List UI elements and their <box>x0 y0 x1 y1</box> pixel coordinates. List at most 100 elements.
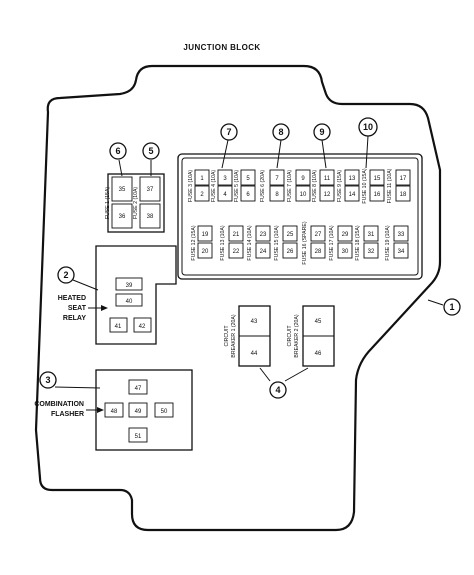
cavity-19 <box>197 225 213 242</box>
fuse-row-bottom: 19 20 21 22 23 24 25 26 27 28 29 30 31 3… <box>191 221 409 265</box>
cavity-num-19: 19 <box>202 232 209 238</box>
cavity-num-26: 26 <box>287 249 294 255</box>
diagram-title: JUNCTION BLOCK <box>183 43 260 52</box>
cavity-num-39: 39 <box>126 283 133 289</box>
cavity-num-9: 9 <box>301 176 305 182</box>
cavity-num-49: 49 <box>135 409 142 415</box>
cavity-num-20: 20 <box>202 249 209 255</box>
cavity-10 <box>295 185 311 202</box>
callout-7-num: 7 <box>226 127 231 137</box>
cavity-2 <box>194 185 210 202</box>
cavity-27 <box>310 225 326 242</box>
cavity-1 <box>194 169 210 186</box>
cavity-17 <box>395 169 411 186</box>
callout-2-circle <box>57 266 75 284</box>
cavity-3 <box>217 169 233 186</box>
cavity-num-17: 17 <box>400 176 407 182</box>
fuse-18-label: FUSE 18 (15A) <box>355 225 361 260</box>
fuse-19-label: FUSE 19 (10A) <box>385 225 391 260</box>
cavity-num-14: 14 <box>349 192 356 198</box>
callout-4-circle <box>269 381 287 399</box>
cavity-num-4: 4 <box>223 192 227 198</box>
cavity-16 <box>369 185 385 202</box>
cavity-num-34: 34 <box>398 249 405 255</box>
cavity-30 <box>337 242 353 259</box>
callout-9-num: 9 <box>319 127 324 137</box>
junction-block-outline <box>34 64 442 532</box>
callout-5-num: 5 <box>148 146 153 156</box>
cavity-num-50: 50 <box>161 409 168 415</box>
cavity-26 <box>282 242 298 259</box>
heated-seat-relay-label-line3: RELAY <box>63 315 86 322</box>
cavity-num-8: 8 <box>275 192 279 198</box>
fuse-13-label: FUSE 13 (10A) <box>220 225 226 260</box>
fuse-3-label: FUSE 3 (10A) <box>188 170 194 203</box>
callout-3-circle <box>39 371 57 389</box>
cavity-num-5: 5 <box>246 176 250 182</box>
cavity-num-42: 42 <box>139 324 146 330</box>
cavity-num-12: 12 <box>324 192 331 198</box>
callout-10-circle <box>358 117 378 137</box>
cavity-39 <box>115 277 143 291</box>
fuse-panel-inner <box>181 157 419 276</box>
callout-4-num: 4 <box>275 385 280 395</box>
callout-6-num: 6 <box>115 146 120 156</box>
combination-flasher-label-line1: COMBINATION <box>34 401 84 408</box>
cavity-num-32: 32 <box>368 249 375 255</box>
callout-10-leader <box>365 135 369 169</box>
cavity-num-29: 29 <box>342 232 349 238</box>
fuse-5-label: FUSE 5 (10A) <box>234 170 240 203</box>
cavity-num-11: 11 <box>324 176 331 182</box>
combination-flasher-label-line2: FLASHER <box>51 411 84 418</box>
cavity-num-31: 31 <box>368 232 375 238</box>
cavity-num-21: 21 <box>233 232 240 238</box>
callout-4-leader-a <box>259 367 271 382</box>
cavity-18 <box>395 185 411 202</box>
cavity-num-18: 18 <box>400 192 407 198</box>
callout-8-circle <box>272 123 290 141</box>
cavity-23 <box>255 225 271 242</box>
cavity-num-47: 47 <box>135 386 142 392</box>
callout-4-leader-b <box>284 367 309 382</box>
fuse-2-label: FUSE 2 (10A) <box>133 187 139 220</box>
callout-5-circle <box>142 142 160 160</box>
cavity-11 <box>319 169 335 186</box>
cavity-15 <box>369 169 385 186</box>
fuse-15-label: FUSE 15 (10A) <box>274 225 280 260</box>
fuse-12-label: FUSE 12 (15A) <box>191 225 197 260</box>
cavity-21 <box>228 225 244 242</box>
callout-7-leader <box>221 139 229 169</box>
callout-10-num: 10 <box>363 122 373 132</box>
callout-9-leader <box>321 139 327 169</box>
cavity-49 <box>128 402 148 418</box>
cavity-34 <box>393 242 409 259</box>
cavity-num-38: 38 <box>147 214 154 220</box>
cavity-42 <box>133 317 152 333</box>
cavity-num-10: 10 <box>300 192 307 198</box>
heated-seat-relay-label-line2: SEAT <box>68 305 87 312</box>
cavity-8 <box>269 185 285 202</box>
callout-6-leader <box>118 159 123 177</box>
fuse-8-label: FUSE 8 (10A) <box>312 170 318 203</box>
cavity-num-28: 28 <box>315 249 322 255</box>
cavity-41 <box>109 317 128 333</box>
cavity-22 <box>228 242 244 259</box>
circuit-breaker-2-label-line2: BREAKER 2 (20A) <box>294 314 300 358</box>
cavity-num-1: 1 <box>200 176 204 182</box>
cavity-num-23: 23 <box>260 232 267 238</box>
cavity-48 <box>104 402 124 418</box>
callout-2-num: 2 <box>63 270 68 280</box>
cavity-9 <box>295 169 311 186</box>
callout-3-num: 3 <box>45 375 50 385</box>
cavity-num-22: 22 <box>233 249 240 255</box>
cavity-num-40: 40 <box>126 299 133 305</box>
cavity-13 <box>344 169 360 186</box>
callout-8-leader <box>276 139 282 169</box>
callout-1-num: 1 <box>449 302 454 312</box>
heated-seat-relay-arrowhead <box>101 305 108 311</box>
cavity-33 <box>393 225 409 242</box>
cavity-num-25: 25 <box>287 232 294 238</box>
fuse-17-label: FUSE 17 (10A) <box>329 225 335 260</box>
cavity-num-2: 2 <box>200 192 204 198</box>
